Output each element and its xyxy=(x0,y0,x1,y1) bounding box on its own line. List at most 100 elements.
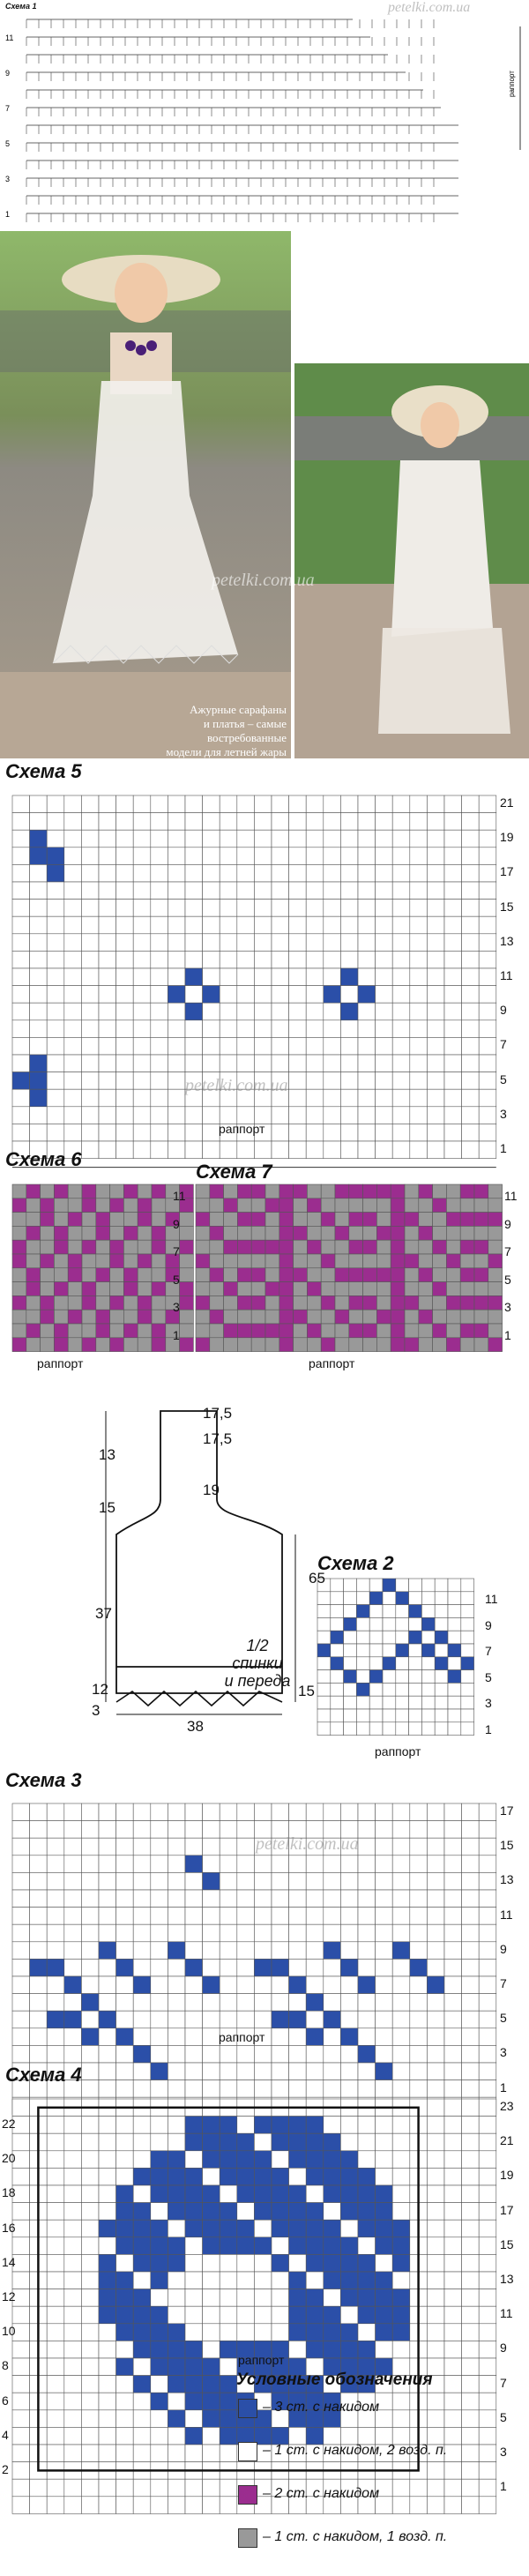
grid-cell xyxy=(443,2168,462,2186)
grid-cell xyxy=(288,1124,307,1142)
grid-cell xyxy=(132,1037,152,1056)
grid-cell xyxy=(305,2010,324,2029)
grid-cell xyxy=(67,1337,83,1352)
grid-cell xyxy=(478,2357,497,2376)
grid-cell xyxy=(369,1669,384,1684)
grid-cell xyxy=(26,1183,41,1199)
grid-cell xyxy=(46,2132,65,2152)
grid-cell xyxy=(375,1907,393,1925)
grid-cell xyxy=(236,2062,255,2080)
grid-cell xyxy=(236,1959,255,1977)
grid-cell xyxy=(202,2132,220,2152)
grid-cell xyxy=(459,1239,475,1255)
grid-cell xyxy=(376,1226,391,1241)
grid-cell xyxy=(81,2096,100,2116)
grid-cell xyxy=(29,2254,48,2273)
grid-cell xyxy=(488,1295,503,1310)
legend-swatch xyxy=(238,2485,257,2505)
grid-cell xyxy=(81,1054,100,1072)
grid-cell xyxy=(376,1267,391,1282)
grid-cell xyxy=(115,829,134,848)
grid-cell xyxy=(184,2010,203,2029)
grid-cell xyxy=(279,1212,294,1227)
grid-cell xyxy=(109,1183,124,1199)
grid-cell xyxy=(115,1088,134,1108)
schema7-row-number: 3 xyxy=(504,1300,511,1315)
grid-cell xyxy=(219,2062,238,2080)
grid-cell xyxy=(11,2427,30,2445)
grid-cell xyxy=(460,1591,474,1605)
grid-cell xyxy=(427,1907,445,1925)
grid-cell xyxy=(195,1183,211,1199)
grid-cell xyxy=(357,1941,376,1960)
grid-cell xyxy=(447,1643,462,1658)
grid-cell xyxy=(150,2168,168,2186)
grid-cell xyxy=(168,1054,186,1072)
grid-cell xyxy=(29,2357,48,2376)
grid-cell xyxy=(179,1239,194,1255)
grid-cell xyxy=(184,1855,203,1873)
grid-cell xyxy=(391,1975,411,1994)
grid-cell xyxy=(29,933,48,952)
grid-cell xyxy=(254,2289,272,2307)
grid-cell xyxy=(236,847,255,865)
grid-cell xyxy=(409,1106,428,1124)
grid-cell xyxy=(488,1183,503,1199)
grid-cell xyxy=(478,1037,497,1056)
grid-cell xyxy=(409,1088,428,1108)
grid-cell xyxy=(382,1617,397,1631)
grid-cell xyxy=(46,2219,65,2238)
grid-cell xyxy=(168,2271,186,2289)
grid-cell xyxy=(271,1855,289,1873)
grid-cell xyxy=(81,2079,100,2098)
grid-cell xyxy=(357,2254,376,2273)
grid-cell xyxy=(115,1993,134,2012)
grid-cell xyxy=(271,2096,289,2116)
dress-photo-right xyxy=(294,363,529,758)
grid-cell xyxy=(478,2461,497,2480)
grid-cell xyxy=(369,1617,384,1631)
grid-cell xyxy=(184,1803,203,1821)
grid-cell xyxy=(375,2289,393,2307)
grid-cell xyxy=(150,2271,168,2289)
grid-cell xyxy=(81,2062,100,2080)
grid-cell xyxy=(305,2079,324,2098)
grid-cell xyxy=(390,1323,406,1339)
grid-cell xyxy=(236,1019,255,1038)
grid-cell xyxy=(132,864,152,883)
grid-cell xyxy=(150,2341,168,2359)
grid-cell xyxy=(151,1309,167,1325)
grid-cell xyxy=(63,2096,82,2116)
grid-cell xyxy=(305,1907,324,1925)
grid-cell xyxy=(357,2045,376,2064)
grid-cell xyxy=(11,2010,30,2029)
grid-cell xyxy=(443,2184,462,2203)
grid-cell xyxy=(184,915,203,935)
grid-cell xyxy=(427,1941,445,1960)
grid-cell xyxy=(11,1071,30,1090)
grid-cell xyxy=(81,2375,100,2393)
grid-cell xyxy=(427,933,445,952)
grid-cell xyxy=(461,2427,480,2445)
grid-cell xyxy=(340,915,359,935)
grid-cell xyxy=(432,1267,447,1282)
grid-cell xyxy=(376,1295,391,1310)
grid-cell xyxy=(447,1683,462,1697)
grid-cell xyxy=(236,1837,255,1856)
grid-cell xyxy=(29,2409,48,2428)
grid-cell xyxy=(202,812,220,831)
grid-cell xyxy=(340,1855,359,1873)
grid-cell xyxy=(447,1669,462,1684)
grid-cell xyxy=(202,2027,220,2046)
grid-cell xyxy=(132,1803,152,1821)
grid-cell xyxy=(323,1037,341,1056)
grid-cell xyxy=(305,1037,324,1056)
grid-cell xyxy=(236,1855,255,1873)
grid-cell xyxy=(317,1708,332,1723)
grid-cell xyxy=(98,1140,116,1159)
pattern-dimension: 17,5 xyxy=(203,1405,233,1422)
grid-cell xyxy=(390,1183,406,1199)
grid-cell xyxy=(369,1591,384,1605)
grid-cell xyxy=(209,1337,224,1352)
